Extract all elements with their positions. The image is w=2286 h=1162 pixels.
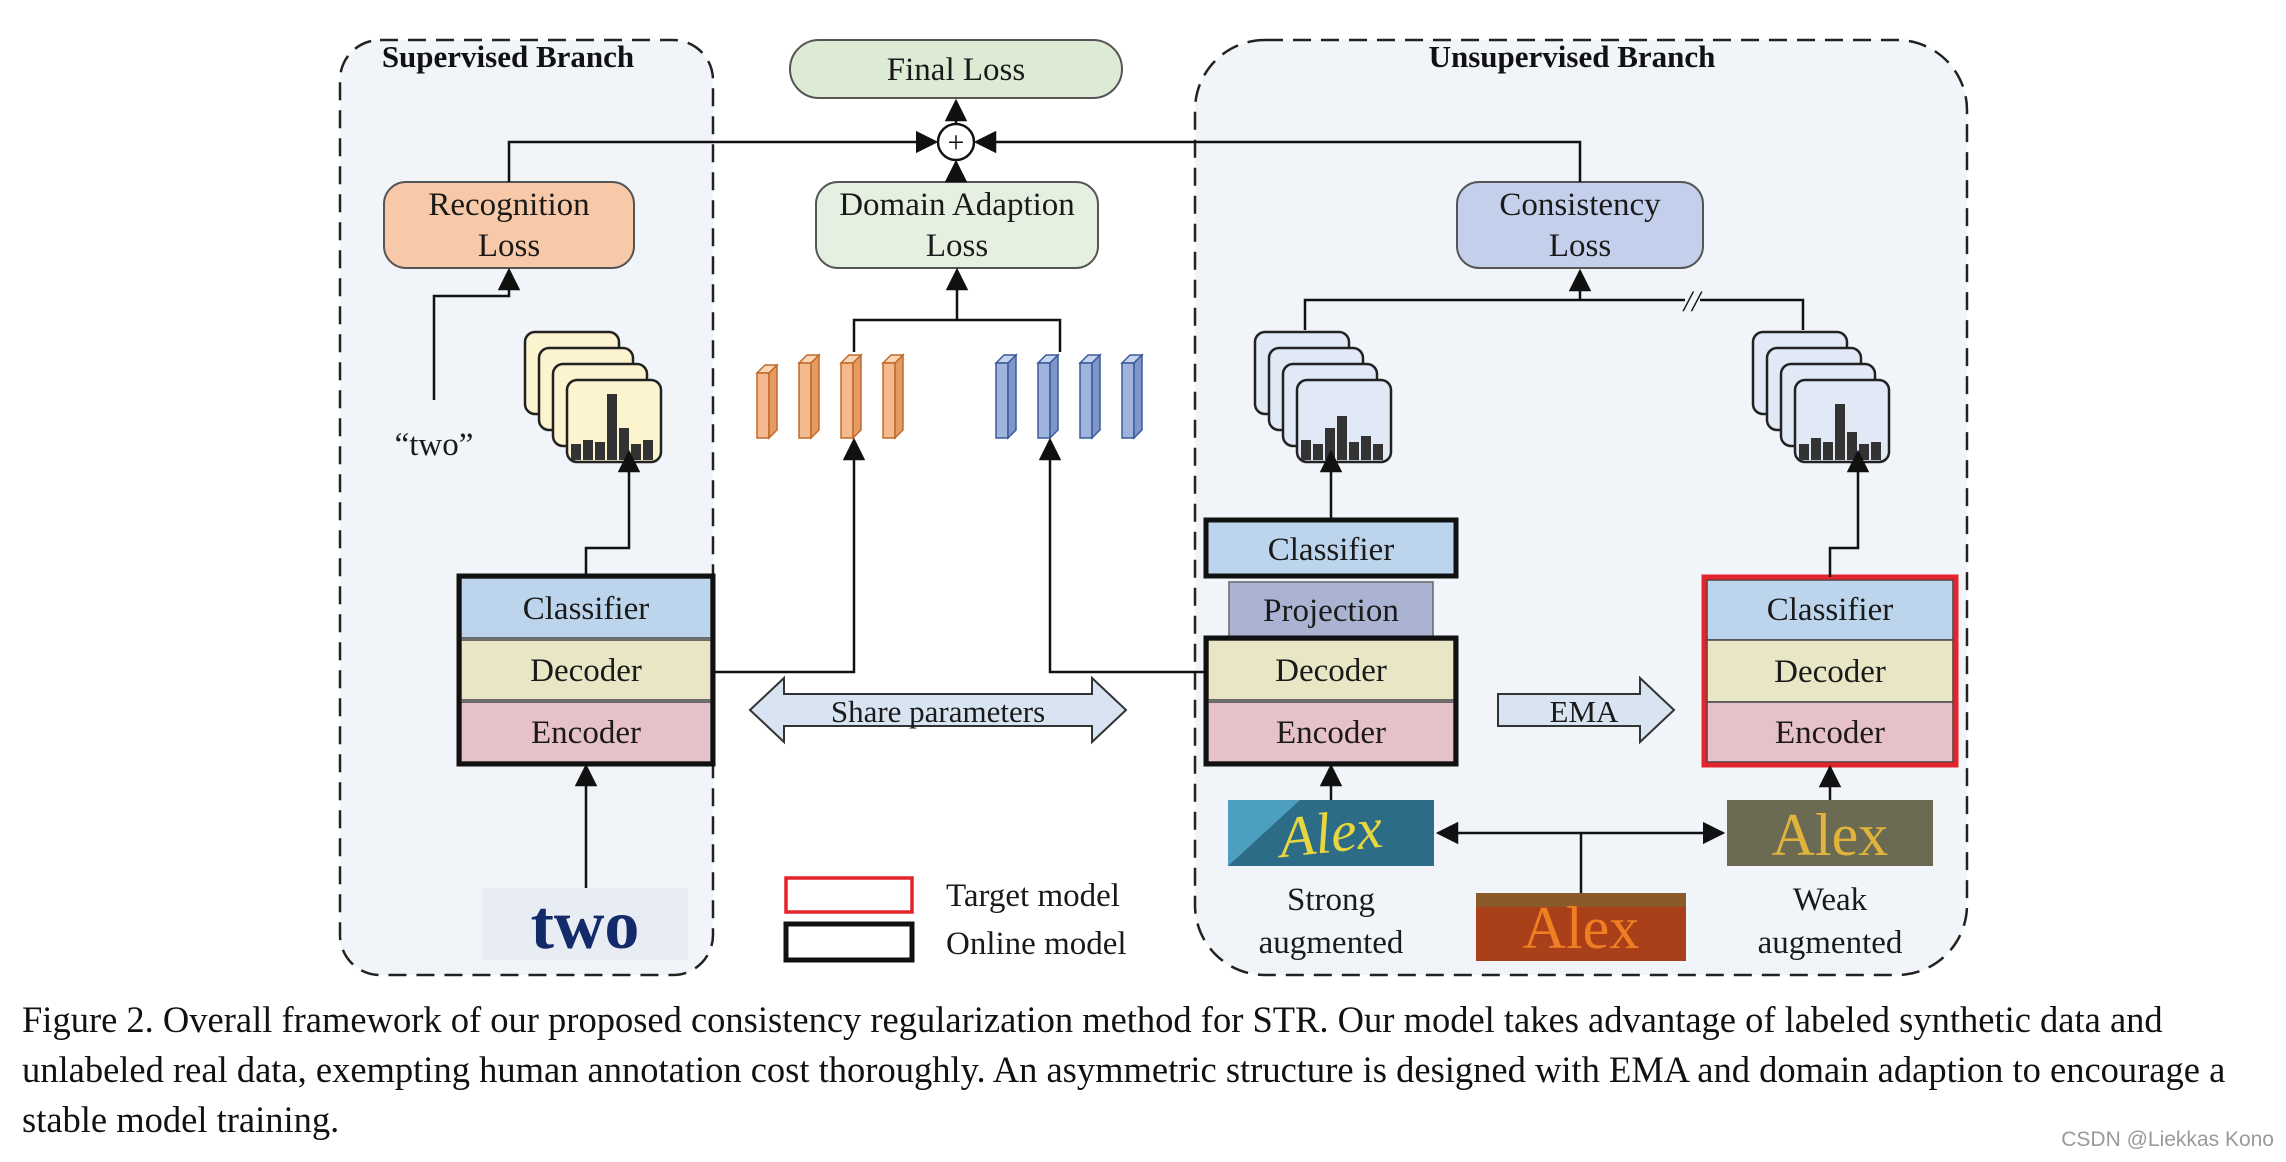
- weak-prediction-stack: [1751, 330, 1891, 464]
- legend-online-swatch: [783, 921, 915, 963]
- synthetic-text-image: two: [482, 887, 688, 964]
- watermark: CSDN @Liekkas Kono: [2061, 1128, 2274, 1151]
- strong-label-2: augmented: [1259, 925, 1404, 961]
- weak-to-consistency-line: [1700, 298, 1805, 330]
- supervised-encoder-label: Encoder: [531, 715, 641, 751]
- weak-image-word: Alex: [1772, 802, 1889, 868]
- recognition-to-sum-line: [507, 130, 939, 182]
- supervised-classifier-label: Classifier: [523, 591, 649, 627]
- consistency-to-sum-line: [973, 130, 1582, 182]
- share-parameters-arrow-icon: [748, 675, 1128, 745]
- target-classifier-label: Classifier: [1767, 592, 1893, 628]
- legend: Target model Online model: [783, 876, 1127, 963]
- online-decoder-to-features: [1038, 437, 1206, 674]
- supervised-model: [456, 573, 716, 767]
- share-parameters-label: Share parameters: [831, 694, 1045, 729]
- diagram-canvas: Supervised Branch Unsupervised Branch Fi…: [338, 38, 1969, 977]
- final-loss-box: [789, 39, 1123, 99]
- stop-gradient-icon: //: [1682, 285, 1703, 318]
- final-loss-label: Final Loss: [887, 52, 1025, 88]
- target-classifier-to-prediction: [1828, 449, 1870, 577]
- prediction-to-recognition-line: [432, 267, 521, 400]
- online-classifier-label: Classifier: [1268, 532, 1394, 568]
- real-image-word: Alex: [1523, 895, 1640, 961]
- ema-arrow-icon: [1497, 675, 1676, 745]
- weak-augmented-image: Alex: [1727, 800, 1933, 868]
- supervised-decoder-label: Decoder: [530, 653, 642, 689]
- consistency-loss-label-2: Loss: [1549, 228, 1611, 264]
- strong-to-consistency-line: [1303, 298, 1685, 330]
- online-decoder-label: Decoder: [1275, 653, 1387, 689]
- synthetic-feature-maps: [755, 353, 905, 440]
- online-encoder-label: Encoder: [1276, 715, 1386, 751]
- supervised-branch-panel: [338, 38, 715, 977]
- online-projection-label: Projection: [1263, 593, 1399, 629]
- domain-loss-label-1: Domain Adaption: [839, 187, 1075, 223]
- ground-truth-label: “two”: [395, 427, 474, 463]
- domain-loss-label-2: Loss: [926, 228, 988, 264]
- unsupervised-branch-title: Unsupervised Branch: [1429, 39, 1716, 74]
- consistency-loss-label-1: Consistency: [1499, 187, 1661, 223]
- legend-target-label: Target model: [946, 878, 1120, 914]
- synthetic-image-word: two: [531, 887, 640, 964]
- real-image: Alex: [1476, 893, 1686, 961]
- strong-augmented-image: Alex: [1228, 795, 1434, 871]
- sum-symbol: +: [948, 126, 965, 159]
- weak-label-2: augmented: [1758, 925, 1903, 961]
- target-encoder-label: Encoder: [1775, 715, 1885, 751]
- real-feature-maps: [994, 353, 1144, 440]
- recognition-loss-label-2: Loss: [478, 228, 540, 264]
- features-to-domain-line: [852, 318, 1062, 352]
- strong-prediction-stack: [1253, 330, 1393, 464]
- supervised-prediction-stack: [523, 330, 663, 464]
- strong-image-word: Alex: [1272, 795, 1385, 871]
- supervised-decoder-to-features: [713, 437, 866, 674]
- supervised-classifier-to-prediction: [584, 449, 641, 576]
- target-decoder-label: Decoder: [1774, 654, 1886, 690]
- legend-target-swatch: [784, 876, 914, 914]
- recognition-loss-label-1: Recognition: [428, 187, 589, 223]
- weak-label-1: Weak: [1793, 882, 1868, 918]
- framework-diagram: Supervised Branch Unsupervised Branch Fi…: [338, 38, 1969, 977]
- figure-caption: Figure 2. Overall framework of our propo…: [22, 999, 2226, 1140]
- supervised-branch-title: Supervised Branch: [382, 39, 634, 74]
- legend-online-label: Online model: [946, 926, 1127, 962]
- ema-label: EMA: [1550, 694, 1620, 729]
- strong-label-1: Strong: [1287, 882, 1375, 918]
